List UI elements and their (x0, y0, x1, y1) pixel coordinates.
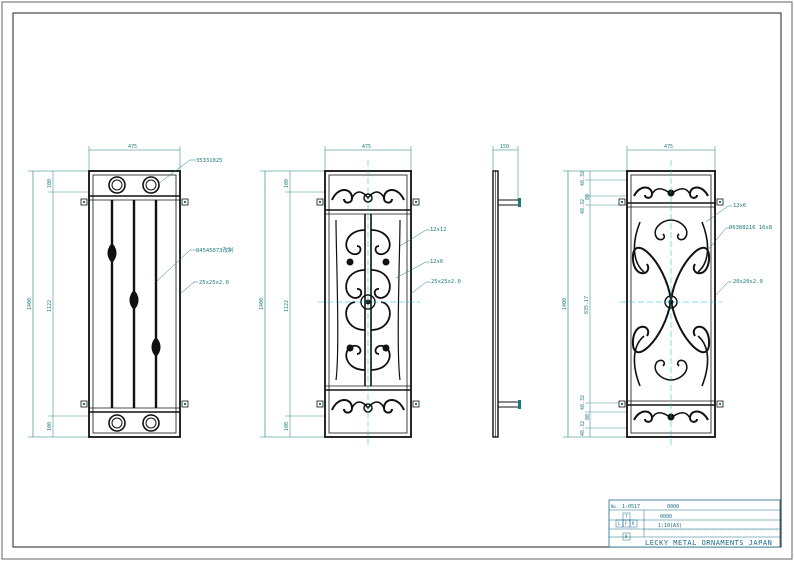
view-3-side-elevation: 150 (492, 144, 521, 438)
v2-note-frame: 25x25x2.0 (431, 279, 461, 285)
v2-note-b: 12x6 (430, 259, 443, 265)
v1-note-bar: 84545073改制 (196, 246, 234, 254)
v2-rail-top-dim: 100 (284, 179, 290, 188)
view-4-gate-elevation: 475 1400 48.32 80 48.32 835.17 48.32 80 … (562, 144, 772, 445)
tb-no-label: No. (611, 504, 618, 509)
tb-view-r: R (632, 521, 635, 526)
v2-rail-bottom-dim: 100 (284, 422, 290, 431)
v4-note-frame: 20x20x2.0 (733, 279, 763, 285)
v4-width-dim: 475 (664, 144, 673, 150)
v4-top-c-dim: 48.32 (580, 199, 586, 214)
v1-rail-bottom-dim: 100 (47, 422, 53, 431)
tb-company: LECKY METAL ORNAMENTS JAPAN (645, 539, 772, 547)
v2-inner-dim: 1122 (284, 300, 290, 312)
tb-view-b: B (625, 534, 628, 539)
v4-top-a-dim: 48.32 (580, 171, 586, 186)
tb-view-t: T (625, 514, 628, 519)
v4-top-b-dim: 80 (585, 194, 591, 200)
tb-view-l: L (618, 521, 621, 526)
v4-bot-b-dim: 80 (585, 414, 591, 420)
v4-bot-c-dim: 48.32 (580, 421, 586, 436)
v4-note-a: 12x6 (733, 203, 746, 209)
v1-note-ring: 35331025 (196, 158, 223, 164)
v2-height-dim: 1400 (259, 298, 265, 310)
inner-border (12, 12, 782, 548)
v4-height-dim: 1400 (562, 298, 568, 310)
v1-inner-dim: 1122 (47, 300, 53, 312)
v4-note-b: 06388216 16x8 (729, 225, 772, 231)
tb-scale-value: 1:10(A3) (658, 523, 682, 529)
v1-rail-top-dim: 100 (47, 179, 53, 188)
v1-width-dim: 475 (128, 144, 137, 150)
v4-inner-dim: 835.17 (584, 296, 590, 314)
v3-depth-dim: 150 (500, 144, 509, 150)
tb-no-value: 1-0517 (622, 504, 640, 510)
v2-note-a: 12x12 (430, 227, 447, 233)
tb-field3-value: 0000 (660, 514, 672, 520)
v1-note-frame: 25x25x2.0 (199, 280, 229, 286)
tb-view-f: F (625, 521, 628, 526)
title-block: No. 1-0517 0000 0000 1:10(A3) T L F R B … (608, 499, 781, 548)
v4-bot-a-dim: 48.32 (580, 395, 586, 410)
tb-field2-value: 0000 (667, 504, 679, 510)
view-1-gate-elevation: 475 1400 1122 100 100 (27, 144, 234, 438)
v1-height-dim: 1400 (27, 298, 33, 310)
v2-width-dim: 475 (362, 144, 371, 150)
view-2-gate-elevation: 475 1400 1122 100 100 (259, 144, 461, 445)
